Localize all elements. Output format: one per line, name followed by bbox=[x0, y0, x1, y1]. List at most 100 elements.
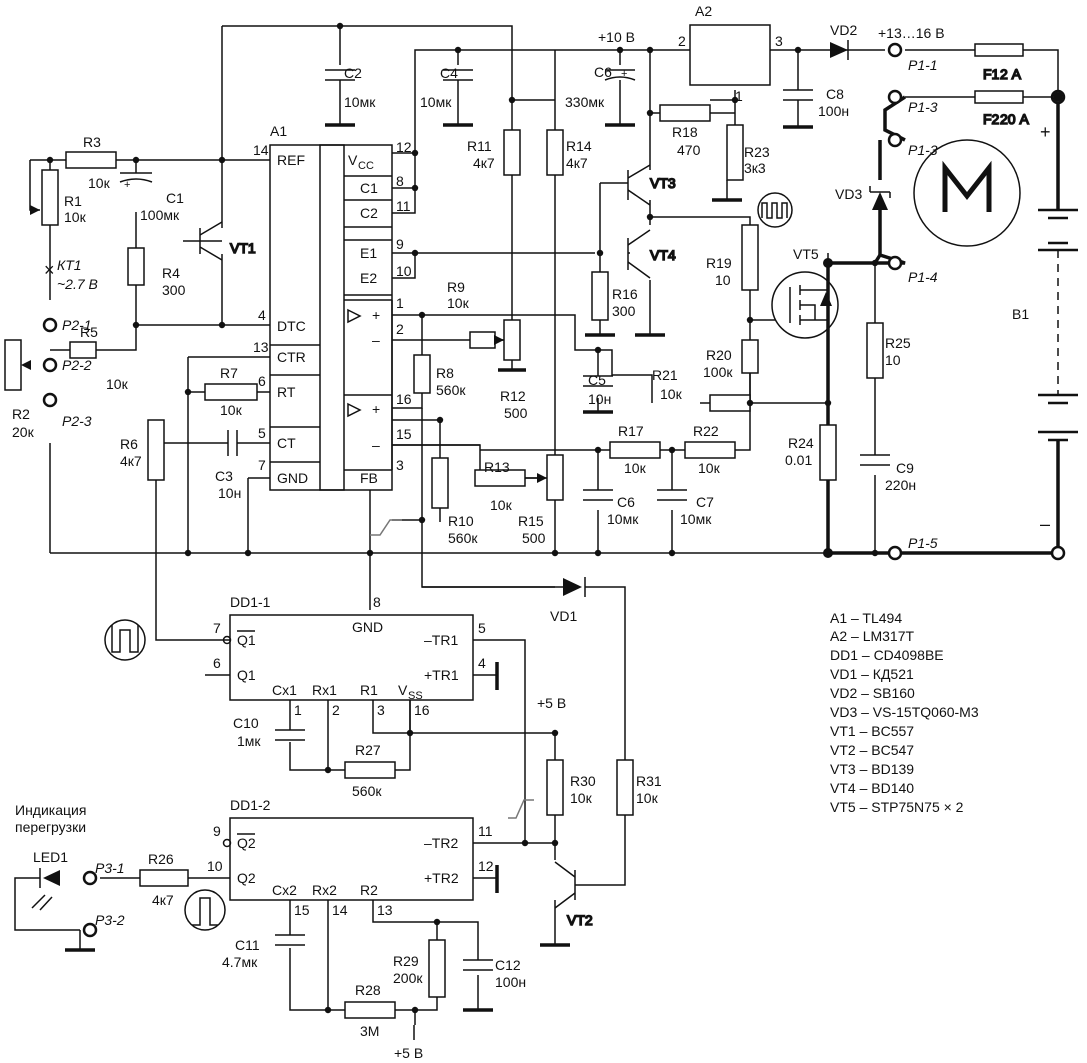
svg-text:P1-1: P1-1 bbox=[908, 57, 938, 73]
svg-text:LED1: LED1 bbox=[33, 849, 68, 865]
svg-text:VT4: VT4 bbox=[650, 247, 676, 263]
svg-text:C4: C4 bbox=[440, 65, 458, 81]
svg-text:R26: R26 bbox=[148, 851, 174, 867]
svg-text:R3: R3 bbox=[83, 134, 101, 150]
svg-text:–: – bbox=[372, 332, 380, 348]
svg-text:1: 1 bbox=[294, 702, 302, 718]
svg-text:11: 11 bbox=[478, 823, 493, 839]
svg-text:VT3 – BD139: VT3 – BD139 bbox=[830, 761, 914, 777]
svg-text:14: 14 bbox=[332, 902, 348, 918]
svg-text:2: 2 bbox=[332, 702, 340, 718]
svg-text:4к7: 4к7 bbox=[566, 155, 588, 171]
svg-text:R6: R6 bbox=[120, 436, 138, 452]
svg-text:R12: R12 bbox=[500, 388, 526, 404]
svg-text:E2: E2 bbox=[360, 270, 377, 286]
svg-text:R13: R13 bbox=[484, 459, 510, 475]
svg-text:200к: 200к bbox=[393, 970, 423, 986]
svg-text:C1: C1 bbox=[166, 190, 184, 206]
svg-text:12: 12 bbox=[396, 139, 412, 155]
svg-text:4.7мк: 4.7мк bbox=[222, 954, 258, 970]
overload-label: Индикация перегрузки bbox=[15, 802, 86, 835]
svg-text:10мк: 10мк bbox=[680, 511, 712, 527]
svg-text:VT4 – BD140: VT4 – BD140 bbox=[830, 780, 914, 796]
svg-text:+5 В: +5 В bbox=[537, 695, 566, 711]
svg-text:R8: R8 bbox=[436, 365, 454, 381]
svg-text:R1: R1 bbox=[64, 193, 82, 209]
transistor-vt2: VT2 bbox=[554, 861, 594, 929]
svg-text:DD1-2: DD1-2 bbox=[230, 797, 271, 813]
svg-text:R15: R15 bbox=[518, 513, 544, 529]
svg-text:Q2: Q2 bbox=[237, 870, 256, 886]
svg-text:Cx2: Cx2 bbox=[272, 882, 297, 898]
svg-text:16: 16 bbox=[414, 702, 430, 718]
svg-text:P1-3: P1-3 bbox=[908, 99, 938, 115]
svg-text:C12: C12 bbox=[495, 957, 521, 973]
svg-text:–: – bbox=[1040, 514, 1050, 534]
svg-text:VD2: VD2 bbox=[830, 22, 857, 38]
svg-text:R29: R29 bbox=[393, 953, 419, 969]
svg-text:VD3: VD3 bbox=[835, 186, 862, 202]
svg-text:VD1: VD1 bbox=[550, 608, 577, 624]
svg-text:10к: 10к bbox=[624, 460, 647, 476]
svg-text:R1: R1 bbox=[360, 682, 378, 698]
svg-text:10к: 10к bbox=[570, 790, 593, 806]
svg-text:C6: C6 bbox=[617, 494, 635, 510]
diode-vd2: VD2 bbox=[830, 22, 858, 60]
svg-text:Q1: Q1 bbox=[237, 632, 256, 648]
svg-text:R10: R10 bbox=[448, 513, 474, 529]
svg-text:10к: 10к bbox=[106, 376, 129, 392]
ic-dd1-1: DD1-1 GND Q1 Q1 –TR1 +TR1 Cx1 Rx1 R1 V S… bbox=[213, 594, 486, 718]
resistor-labels: R3 10к R1 10к R2 20к R4 300 R5 10к R6 4к… bbox=[12, 124, 911, 1039]
svg-text:C8: C8 bbox=[826, 86, 844, 102]
svg-text:CC: CC bbox=[358, 160, 374, 172]
parts-list: A1 – TL494 A2 – LM317T DD1 – CD4098BE VD… bbox=[830, 610, 979, 815]
svg-text:R30: R30 bbox=[570, 773, 596, 789]
svg-text:C11: C11 bbox=[235, 937, 260, 953]
svg-text:VD3 – VS-15TQ060-M3: VD3 – VS-15TQ060-M3 bbox=[830, 704, 979, 720]
svg-text:2 А: 2 А bbox=[1000, 66, 1022, 82]
grounds bbox=[65, 123, 813, 1012]
capacitor-labels: C1 100мк C2 10мк C3 10н C4 10мк C5 10н C… bbox=[140, 64, 916, 990]
svg-text:1: 1 bbox=[735, 88, 743, 104]
svg-text:Rx1: Rx1 bbox=[312, 682, 337, 698]
svg-text:R23: R23 bbox=[744, 144, 770, 160]
svg-text:R27: R27 bbox=[355, 742, 381, 758]
svg-text:A1: A1 bbox=[270, 123, 287, 139]
svg-text:CT: CT bbox=[277, 435, 296, 451]
svg-text:Rx2: Rx2 bbox=[312, 882, 337, 898]
svg-text:C7: C7 bbox=[696, 494, 714, 510]
svg-text:C5: C5 bbox=[588, 372, 606, 388]
svg-text:500: 500 bbox=[504, 405, 528, 421]
svg-text:560к: 560к bbox=[436, 382, 466, 398]
svg-text:+TR2: +TR2 bbox=[424, 870, 459, 886]
svg-text:10мк: 10мк bbox=[607, 511, 639, 527]
svg-text:330мк: 330мк bbox=[565, 94, 605, 110]
svg-text:~2.7 В: ~2.7 В bbox=[57, 276, 98, 292]
svg-text:3: 3 bbox=[396, 457, 404, 473]
svg-text:6: 6 bbox=[258, 373, 266, 389]
svg-text:3к3: 3к3 bbox=[744, 160, 766, 176]
svg-text:10н: 10н bbox=[218, 485, 241, 501]
svg-text:VT2 – BC547: VT2 – BC547 bbox=[830, 742, 914, 758]
svg-text:9: 9 bbox=[396, 236, 404, 252]
svg-text:P3-2: P3-2 bbox=[95, 912, 125, 928]
diode-vd1: VD1 bbox=[550, 577, 586, 624]
svg-text:R17: R17 bbox=[618, 423, 644, 439]
svg-text:3М: 3М bbox=[360, 1023, 379, 1039]
svg-text:R2: R2 bbox=[360, 882, 378, 898]
svg-text:1мк: 1мк bbox=[237, 733, 261, 749]
diode-vd3: VD3 bbox=[835, 186, 891, 210]
pulse-icon bbox=[104, 619, 146, 661]
svg-text:C2: C2 bbox=[344, 65, 362, 81]
svg-text:перегрузки: перегрузки bbox=[15, 819, 86, 835]
svg-text:P1-5: P1-5 bbox=[908, 535, 938, 551]
transistor-vt1: VT1 bbox=[183, 221, 257, 261]
svg-text:DD1-1: DD1-1 bbox=[230, 594, 271, 610]
svg-text:+: + bbox=[1040, 122, 1051, 142]
svg-text:VT5 – STP75N75 × 2: VT5 – STP75N75 × 2 bbox=[830, 799, 964, 815]
svg-text:R25: R25 bbox=[885, 335, 911, 351]
svg-text:R11: R11 bbox=[467, 138, 492, 154]
svg-text:+: + bbox=[372, 401, 380, 417]
svg-text:R20: R20 bbox=[706, 347, 732, 363]
